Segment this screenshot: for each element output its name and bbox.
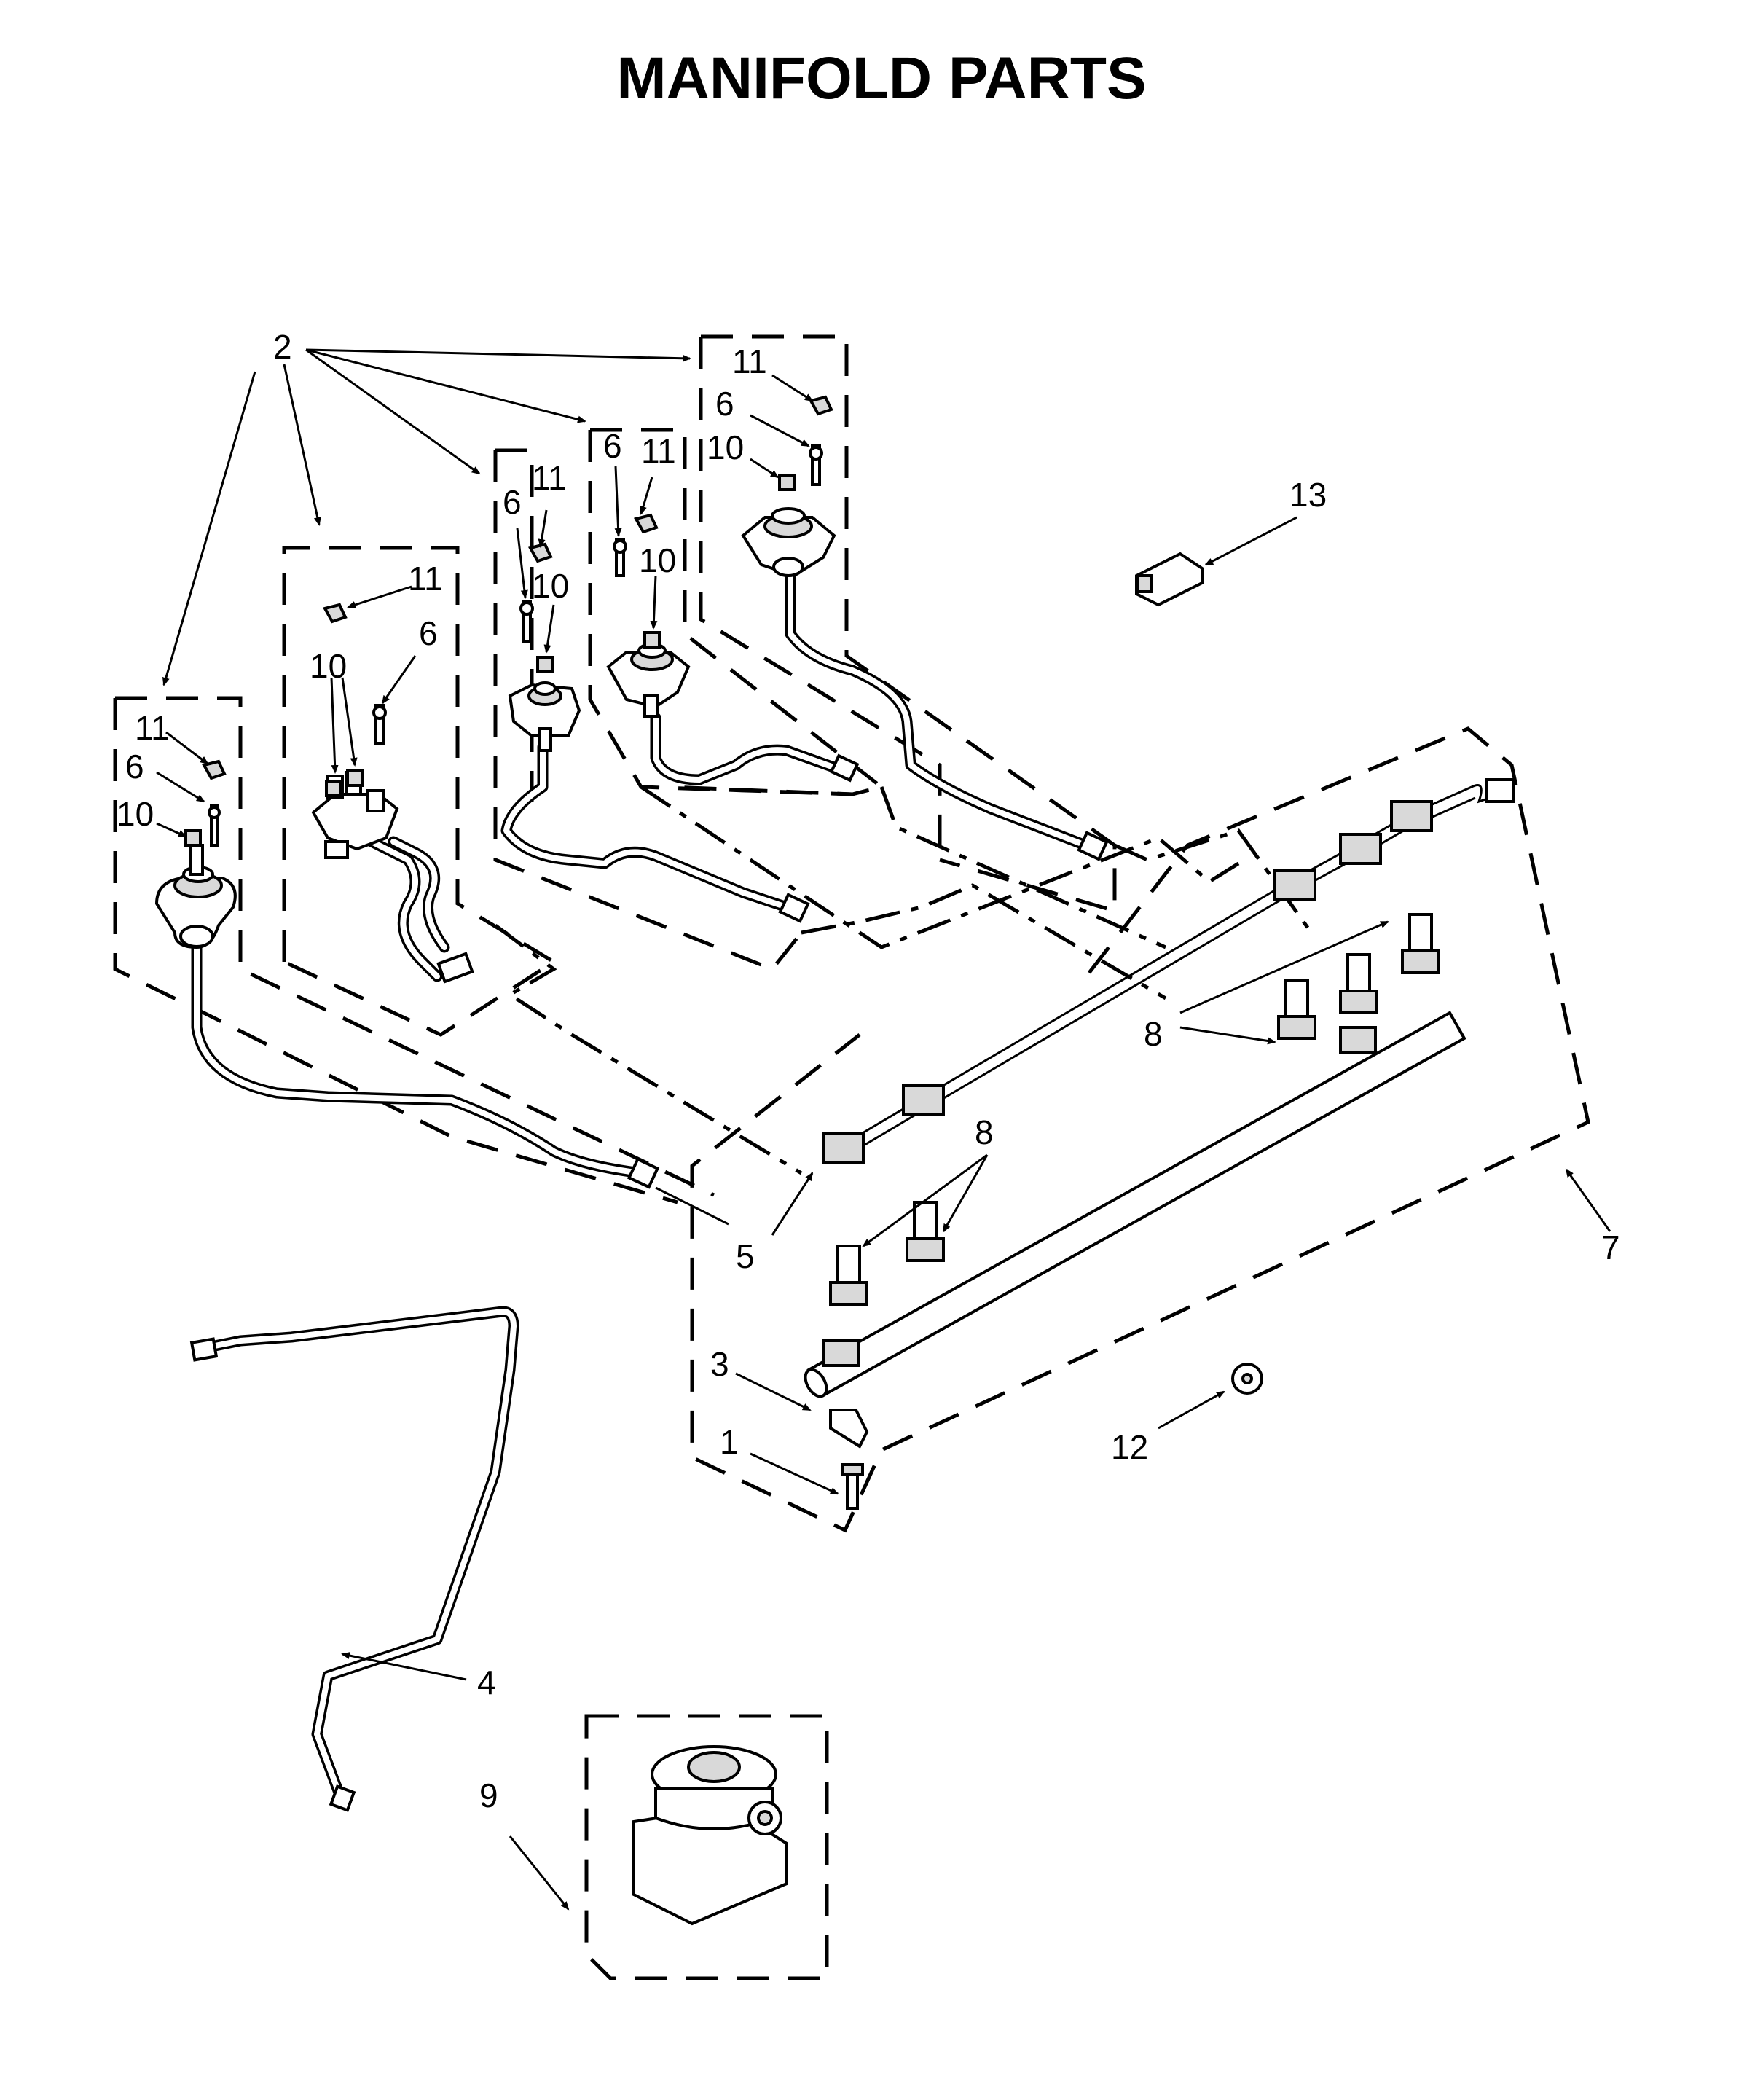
callout-1: 1: [720, 1423, 739, 1461]
electrodes: [208, 444, 823, 847]
terminal-block: [1135, 552, 1204, 607]
callout-11: 11: [732, 342, 767, 380]
burner-base-1: [154, 844, 237, 949]
manifold-bracket: [829, 1409, 869, 1449]
callout-2: 2: [273, 328, 292, 366]
pilot-tube: [189, 1306, 519, 1812]
callout-10: 10: [117, 795, 154, 833]
callout-11: 11: [408, 560, 443, 598]
page-title: MANIFOLD PARTS: [616, 45, 1146, 111]
washer: [1231, 1363, 1263, 1395]
burner-valve-group-outlines: [113, 334, 1590, 1980]
callout-10: 10: [310, 647, 347, 685]
gas-routing-lines: [494, 785, 1314, 1175]
retaining-clips: [201, 395, 833, 780]
callout-leaders: [156, 348, 1611, 1911]
callout-12: 12: [1111, 1428, 1148, 1466]
callout-6: 6: [503, 483, 522, 521]
callout-10: 10: [639, 541, 676, 579]
orifices: [184, 474, 796, 847]
burner-base-3: [508, 681, 581, 752]
burner-supply-tubes: [191, 566, 1091, 1179]
callout-6: 6: [419, 614, 438, 652]
callout-labels: 2 11 6 10 6 11 10 11 6 10 11 10 6 11 6 1…: [117, 328, 1620, 1814]
callout-7: 7: [1601, 1229, 1620, 1266]
burner-base-5: [741, 507, 836, 578]
callout-8: 8: [1144, 1015, 1163, 1053]
callout-10: 10: [707, 428, 744, 466]
burner-valves: [829, 913, 1440, 1306]
spark-modules: [822, 800, 1433, 1164]
manifold-pipe: [804, 1011, 1466, 1398]
callout-11: 11: [641, 432, 676, 470]
burner-base-4: [606, 643, 691, 718]
callout-4: 4: [477, 1664, 496, 1701]
callout-9: 9: [479, 1776, 498, 1814]
callout-6: 6: [603, 427, 622, 465]
callout-11: 11: [135, 709, 170, 747]
callout-6: 6: [715, 385, 734, 423]
callout-5: 5: [736, 1237, 755, 1275]
callout-13: 13: [1289, 476, 1327, 514]
tube-fittings: [436, 753, 1109, 1226]
callout-3: 3: [710, 1345, 729, 1383]
callout-11: 11: [532, 459, 567, 497]
callout-8: 8: [975, 1113, 994, 1151]
callout-6: 6: [125, 748, 144, 785]
callout-10: 10: [532, 567, 569, 605]
pressure-regulator: [632, 1745, 788, 1926]
mounting-screw: [841, 1463, 864, 1510]
